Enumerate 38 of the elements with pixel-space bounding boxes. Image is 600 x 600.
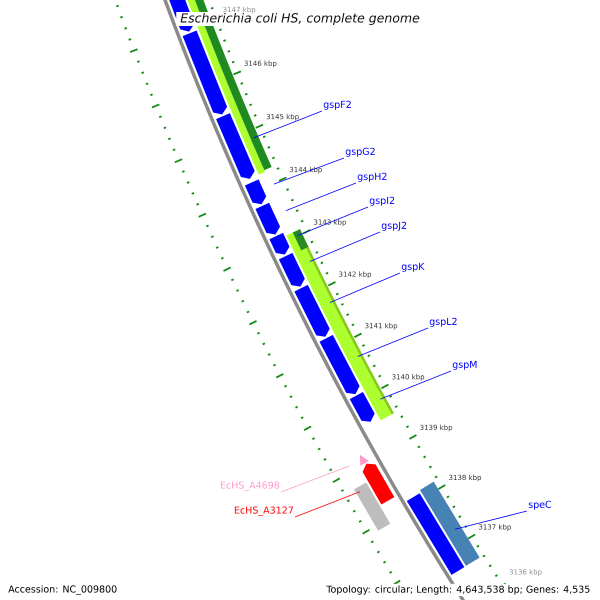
gene-bar [420,482,480,566]
gene-feature [182,30,228,115]
gene-label: EcHS_A3127 [234,506,293,516]
gene-feature [362,464,394,505]
gene-label: gspL2 [430,318,457,327]
gene-label: gspJ2 [382,222,406,231]
leader-line [357,328,428,357]
leader-line [330,272,400,303]
gene-bar [354,482,390,531]
gene-label: gspM [452,360,476,370]
gene-label: gspF2 [324,100,351,110]
accession-text: Accession: NC_009800 [8,585,117,595]
gene-label: gspK [402,262,425,272]
genome-info-text: Topology: circular; Length: 4,643,538 bp; Genes: 4,535 [324,584,592,596]
gene-feature [350,392,375,422]
gene-feature [294,284,330,337]
leader-line [309,232,380,262]
leader-line [294,491,361,518]
leader-line [380,370,452,400]
gene-marker [360,454,370,466]
gene-label: gspI2 [370,196,394,206]
gene-label: speC [528,500,552,510]
gene-bar [406,493,464,575]
gene-label: gspH2 [358,172,386,182]
leader-line [273,158,344,185]
gene-label: EcHS_A4698 [220,482,280,491]
leader-line [280,466,350,492]
gene-label: gspG2 [346,148,375,157]
gene-feature [278,252,305,287]
leader-line [297,206,368,236]
leader-line [253,110,322,138]
gene-feature [216,113,255,179]
gene-feature [269,232,290,255]
leader-line [454,510,528,530]
gene-feature [244,179,266,204]
leader-line [286,182,356,212]
gene-feature [255,202,280,235]
gene-feature [320,334,360,394]
